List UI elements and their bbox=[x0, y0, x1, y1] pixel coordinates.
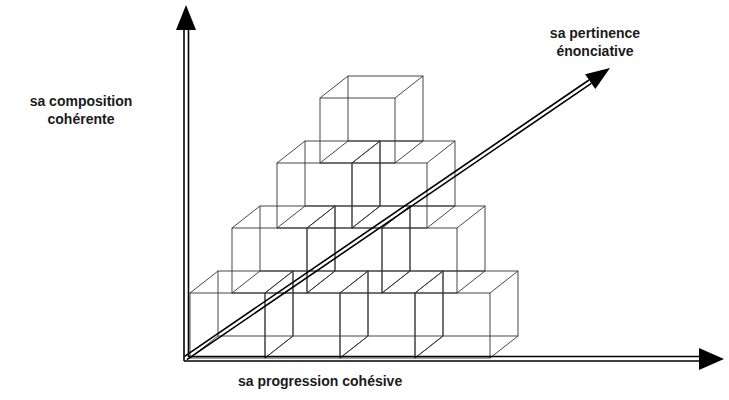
cubes bbox=[190, 76, 518, 358]
axis-label: sa progression cohésive bbox=[238, 372, 402, 390]
axis-label: sa composition cohérente bbox=[6, 92, 156, 128]
axis-label: sa pertinence énonciative bbox=[520, 24, 670, 60]
axes bbox=[184, 26, 702, 361]
axis-arrowheads bbox=[176, 5, 724, 370]
